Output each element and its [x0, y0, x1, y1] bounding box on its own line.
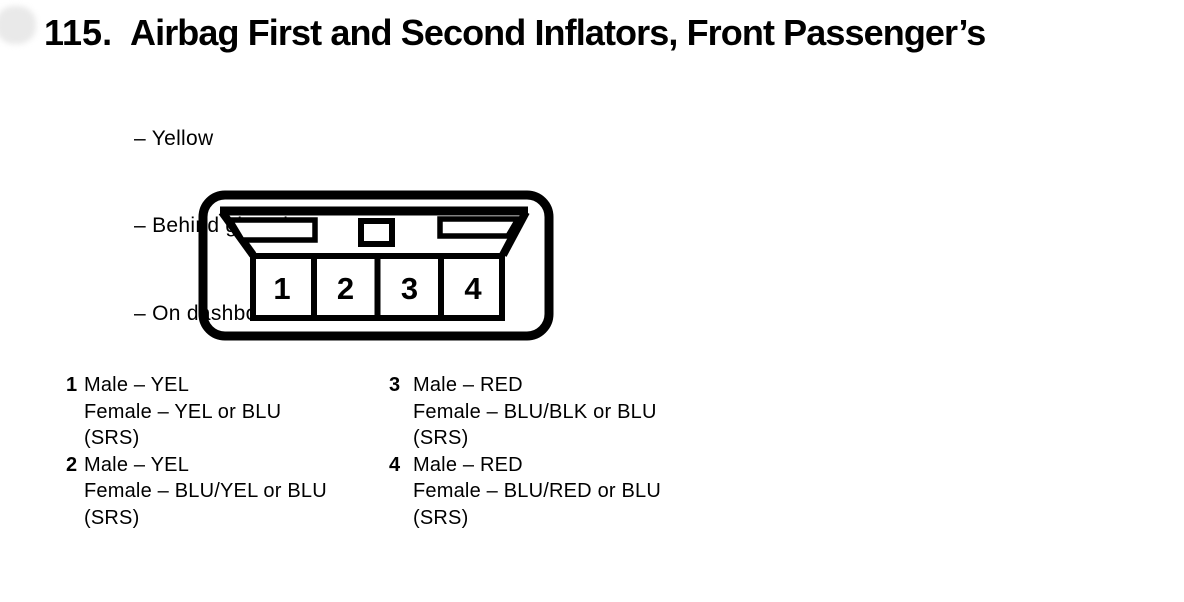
legend-system-tag: (SRS)	[413, 506, 469, 529]
legend-female-wire: Female – BLU/BLK or BLU	[413, 400, 657, 423]
legend-female-wire: Female – YEL or BLU	[84, 400, 282, 423]
connector-housing-outline	[198, 190, 554, 341]
connector-hood-right-slope	[499, 210, 530, 257]
page-title: Airbag First and Second Inflators, Front…	[130, 12, 986, 53]
pin-legend-column-left: 1 Male – YEL Female – YEL or BLU (SRS) 2…	[66, 372, 327, 532]
item-number: 115.	[44, 12, 113, 53]
legend-system-tag: (SRS)	[84, 427, 140, 450]
connector-key-slot-center	[358, 218, 395, 247]
legend-male-wire: Male – YEL	[84, 453, 190, 476]
pin-number-1: 1	[273, 271, 290, 306]
legend-pin-number: 1	[66, 374, 78, 396]
legend-pin-number: 4	[389, 453, 401, 476]
legend-pin-number: 2	[66, 453, 78, 476]
note-color: – Yellow	[134, 126, 214, 150]
legend-entry-pin-3: 3 Male – RED Female – BLU/BLK or BLU (SR…	[389, 372, 661, 452]
legend-female-wire: Female – BLU/RED or BLU	[413, 480, 662, 503]
legend-pin-number: 3	[389, 374, 401, 396]
connector-key-slot-right	[437, 216, 523, 239]
legend-entry-pin-2: 2 Male – YEL Female – BLU/YEL or BLU (SR…	[66, 452, 327, 532]
pin-number-3: 3	[401, 271, 418, 306]
pin-number-2: 2	[337, 271, 354, 306]
legend-female-wire: Female – BLU/YEL or BLU	[84, 480, 327, 503]
legend-system-tag: (SRS)	[413, 427, 469, 450]
legend-male-wire: Male – RED	[413, 453, 523, 476]
legend-entry-pin-4: 4 Male – RED Female – BLU/RED or BLU (SR…	[389, 452, 661, 532]
legend-system-tag: (SRS)	[84, 506, 140, 529]
connector-key-slot-left	[225, 217, 318, 243]
scan-artifact	[0, 6, 36, 44]
legend-entry-pin-1: 1 Male – YEL Female – YEL or BLU (SRS)	[66, 372, 327, 452]
legend-male-wire: Male – RED	[413, 374, 523, 396]
legend-male-wire: Male – YEL	[84, 374, 190, 396]
page-title-row: 115. Airbag First and Second Inflators, …	[0, 11, 1184, 59]
pin-legend-column-right: 3 Male – RED Female – BLU/BLK or BLU (SR…	[389, 372, 661, 532]
connector-diagram: 1 2 3 4	[198, 190, 554, 341]
pin-number-4: 4	[464, 271, 482, 306]
